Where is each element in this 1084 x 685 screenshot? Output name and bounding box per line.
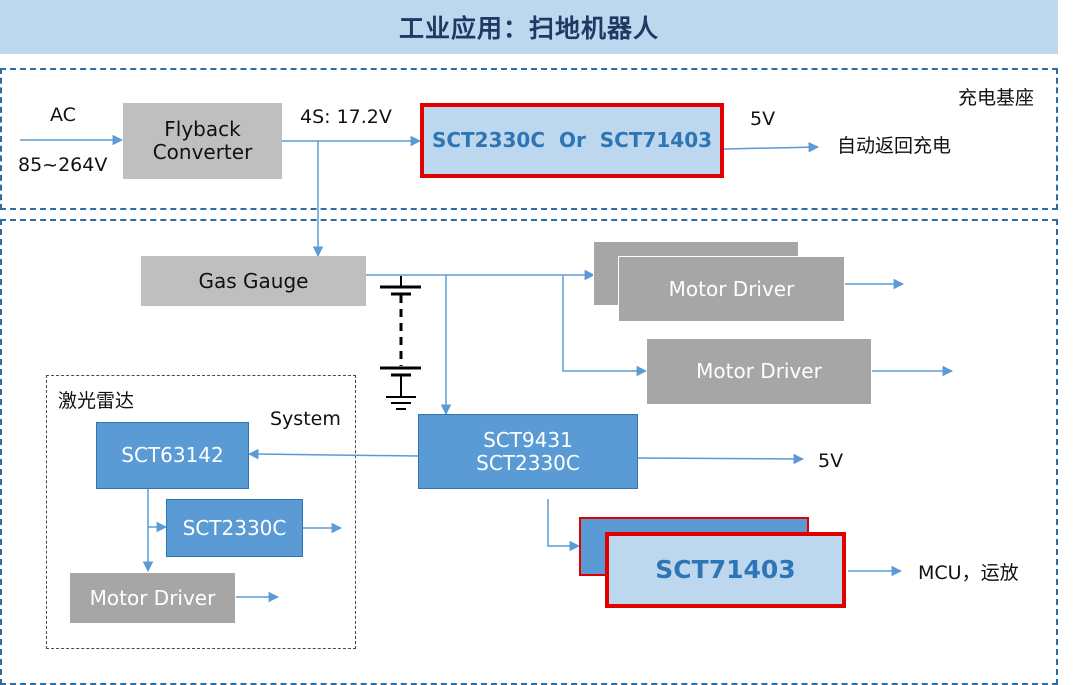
battery-voltage-label: 4S: 17.2V <box>300 106 392 128</box>
lidar-motor-driver: Motor Driver <box>69 572 236 624</box>
main-pmic-block: SCT9431 SCT2330C <box>418 414 638 489</box>
flyback-converter-block: Flyback Converter <box>123 103 282 179</box>
ac-input-label: AC <box>50 104 76 126</box>
lidar-region-label: 激光雷达 <box>58 390 135 412</box>
charger-chip-block: SCT2330C Or SCT71403 <box>420 103 724 178</box>
charger-output-voltage: 5V <box>750 108 776 130</box>
lidar-chip-2: SCT2330C <box>166 499 303 557</box>
mcu-output-label: MCU，运放 <box>918 562 1019 584</box>
gas-gauge-block: Gas Gauge <box>141 256 366 306</box>
lidar-system-label: System <box>270 408 341 430</box>
mcu-stack-front: SCT71403 <box>605 532 846 608</box>
motor-driver-stack-front: Motor Driver <box>618 256 845 322</box>
ac-range-label: 85~264V <box>18 154 108 176</box>
main-pmic-line-2: SCT2330C <box>476 450 580 475</box>
battery-symbol <box>380 276 421 410</box>
charging-dock-label: 充电基座 <box>958 87 1035 109</box>
flyback-line-2: Converter <box>152 140 253 164</box>
robot-system-region <box>0 219 1058 685</box>
charger-output-function: 自动返回充电 <box>837 135 952 157</box>
lidar-chip-1: SCT63142 <box>96 422 249 489</box>
page-title: 工业应用：扫地机器人 <box>0 0 1058 54</box>
main-pmic-line-1: SCT9431 <box>483 427 573 452</box>
lidar-region <box>46 375 356 649</box>
charging-dock-region <box>0 68 1058 210</box>
flyback-line-1: Flyback <box>164 117 241 141</box>
motor-driver-2: Motor Driver <box>646 338 872 405</box>
main-pmic-output: 5V <box>818 450 844 472</box>
